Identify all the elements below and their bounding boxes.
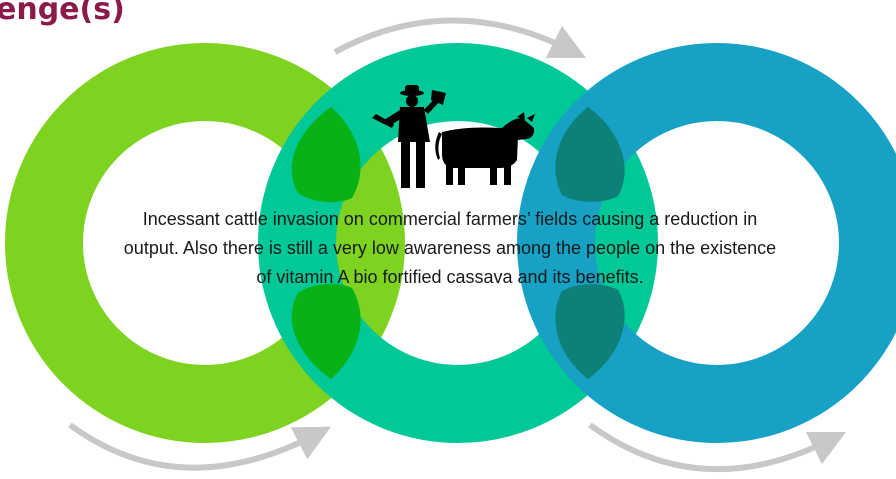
overlap-left-top	[291, 107, 361, 203]
overlap-right-bottom	[555, 284, 625, 379]
ring-middle	[258, 43, 658, 443]
ring-right	[517, 43, 896, 443]
arrow-top	[333, 17, 587, 59]
overlap-right-top	[555, 107, 625, 202]
farmer-with-cow-icon	[372, 85, 535, 188]
challenge-description: Incessant cattle invasion on commercial …	[123, 209, 777, 287]
arrow-bottom-right	[588, 422, 847, 473]
slide-title: enge(s)	[0, 0, 125, 27]
arrow-bottom-left	[68, 422, 331, 471]
ring-left	[5, 43, 405, 443]
overlap-left-bottom	[291, 283, 361, 379]
